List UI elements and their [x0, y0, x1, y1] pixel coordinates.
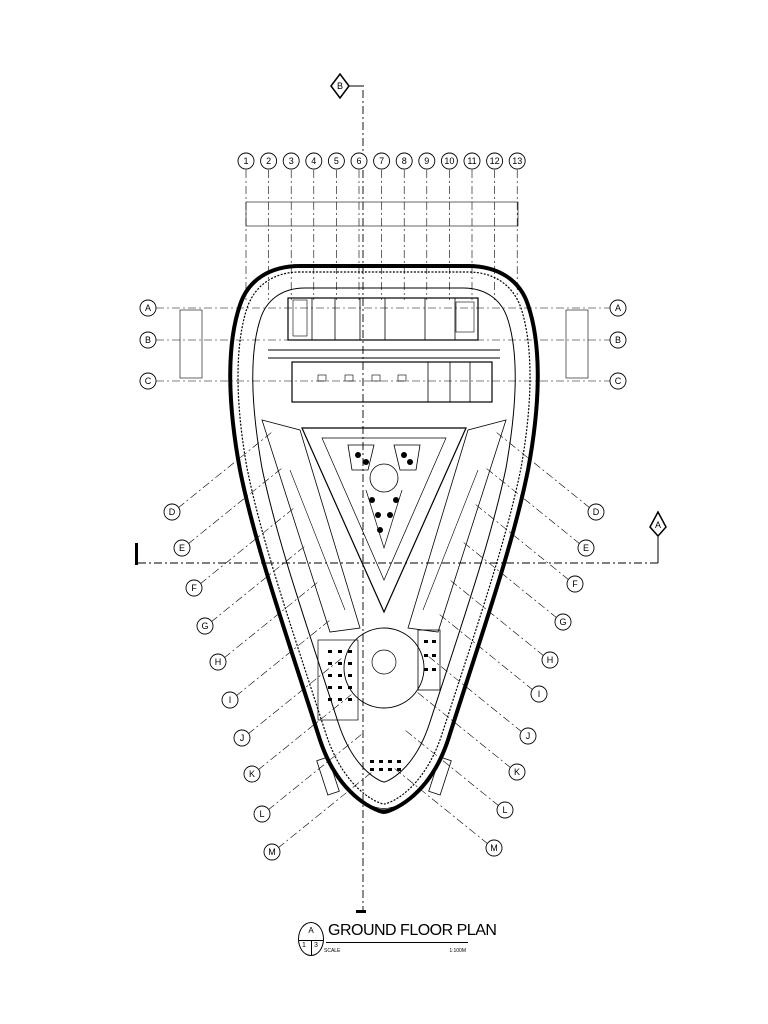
svg-text:11: 11 [467, 156, 476, 166]
svg-text:I: I [538, 689, 541, 699]
drawing-title: GROUND FLOOR PLAN [328, 922, 497, 939]
section-end-tick [135, 543, 138, 565]
grid-column-bubble-5: 5 [327, 152, 345, 170]
svg-text:A: A [145, 303, 151, 313]
svg-text:K: K [249, 769, 255, 779]
grid-row-bubble-left-M: M [263, 843, 281, 861]
svg-text:8: 8 [402, 156, 407, 166]
sheet-number: 1 [302, 942, 306, 949]
grid-row-bubble-left-A: A [139, 299, 157, 317]
svg-text:6: 6 [356, 156, 361, 166]
section-marker-a: A [649, 510, 667, 563]
svg-text:F: F [191, 583, 197, 593]
grid-row-bubble-right-B: B [609, 331, 627, 349]
sheet-total: 3 [314, 942, 318, 949]
svg-text:12: 12 [490, 156, 500, 166]
grid-row-bubble-left-G: G [196, 617, 214, 635]
grid-row-bubble-left-L: L [253, 805, 271, 823]
svg-text:G: G [559, 617, 566, 627]
svg-text:2: 2 [266, 156, 271, 166]
svg-text:13: 13 [512, 156, 522, 166]
svg-text:L: L [502, 805, 507, 815]
grid-row-bubble-left-B: B [139, 331, 157, 349]
grid-row-bubble-right-L: L [496, 801, 514, 819]
svg-text:7: 7 [379, 156, 384, 166]
svg-text:4: 4 [311, 156, 316, 166]
scale-value: 1:100M [449, 948, 466, 954]
svg-text:A: A [615, 303, 621, 313]
grid-column-bubble-13: 13 [508, 152, 526, 170]
svg-text:9: 9 [424, 156, 429, 166]
grid-row-bubble-right-M: M [485, 839, 503, 857]
grid-row-bubble-right-K: K [508, 763, 526, 781]
grid-column-bubble-7: 7 [373, 152, 391, 170]
grid-column-bubble-4: 4 [305, 152, 323, 170]
grid-row-bubble-right-C: C [609, 372, 627, 390]
grid-row-bubble-left-H: H [209, 653, 227, 671]
grid-row-bubble-right-F: F [566, 575, 584, 593]
grid-column-bubble-2: 2 [260, 152, 278, 170]
title-underline [326, 942, 468, 943]
svg-text:3: 3 [289, 156, 294, 166]
grid-column-bubble-1: 1 [237, 152, 255, 170]
svg-text:D: D [169, 507, 176, 517]
grid-column-bubble-6: 6 [350, 152, 368, 170]
svg-text:H: H [215, 657, 222, 667]
outer-wall [228, 264, 540, 815]
grid-row-bubble-right-H: H [541, 651, 559, 669]
svg-text:E: E [179, 543, 185, 553]
svg-text:M: M [490, 843, 498, 853]
section-end-tick [356, 910, 366, 913]
svg-text:5: 5 [334, 156, 339, 166]
svg-text:10: 10 [444, 156, 454, 166]
svg-text:D: D [593, 507, 600, 517]
svg-text:C: C [615, 376, 622, 386]
grid-row-bubble-left-F: F [185, 579, 203, 597]
svg-text:B: B [337, 81, 343, 91]
svg-text:B: B [145, 335, 151, 345]
inner-wall [252, 287, 516, 783]
grid-row-bubble-left-I: I [221, 691, 239, 709]
grid-row-bubble-left-C: C [139, 372, 157, 390]
grid-column-bubble-12: 12 [486, 152, 504, 170]
grid-row-bubble-left-J: J [233, 729, 251, 747]
svg-text:B: B [615, 335, 621, 345]
svg-text:M: M [268, 847, 276, 857]
drawing-title-block: A 1 3 GROUND FLOOR PLAN SCALE 1:100M [298, 918, 497, 962]
svg-text:K: K [514, 767, 520, 777]
grid-row-bubble-left-E: E [173, 539, 191, 557]
svg-text:H: H [547, 655, 554, 665]
drawing-ref-letter: A [308, 926, 314, 935]
svg-text:L: L [259, 809, 264, 819]
grid-row-bubble-right-I: I [530, 685, 548, 703]
grid-row-bubble-left-K: K [243, 765, 261, 783]
svg-text:I: I [229, 695, 232, 705]
svg-text:G: G [201, 621, 208, 631]
grid-row-bubble-right-E: E [577, 539, 595, 557]
grid-column-bubble-8: 8 [395, 152, 413, 170]
drawing-reference-bubble: A 1 3 [298, 922, 324, 956]
scale-label: SCALE [324, 948, 341, 954]
grid-row-bubble-left-D: D [163, 503, 181, 521]
svg-text:J: J [526, 731, 531, 741]
svg-text:1: 1 [243, 156, 248, 166]
section-marker-b: B [330, 72, 364, 100]
grid-column-bubble-10: 10 [440, 152, 458, 170]
grid-row-bubble-right-J: J [519, 727, 537, 745]
svg-text:A: A [655, 520, 661, 530]
grid-column-bubble-9: 9 [418, 152, 436, 170]
svg-text:J: J [240, 733, 245, 743]
svg-text:F: F [572, 579, 578, 589]
grid-row-bubble-right-G: G [554, 613, 572, 631]
svg-text:E: E [583, 543, 589, 553]
grid-column-bubble-3: 3 [282, 152, 300, 170]
svg-text:C: C [145, 376, 152, 386]
grid-row-bubble-right-D: D [587, 503, 605, 521]
grid-row-bubble-right-A: A [609, 299, 627, 317]
grid-column-bubble-11: 11 [463, 152, 481, 170]
